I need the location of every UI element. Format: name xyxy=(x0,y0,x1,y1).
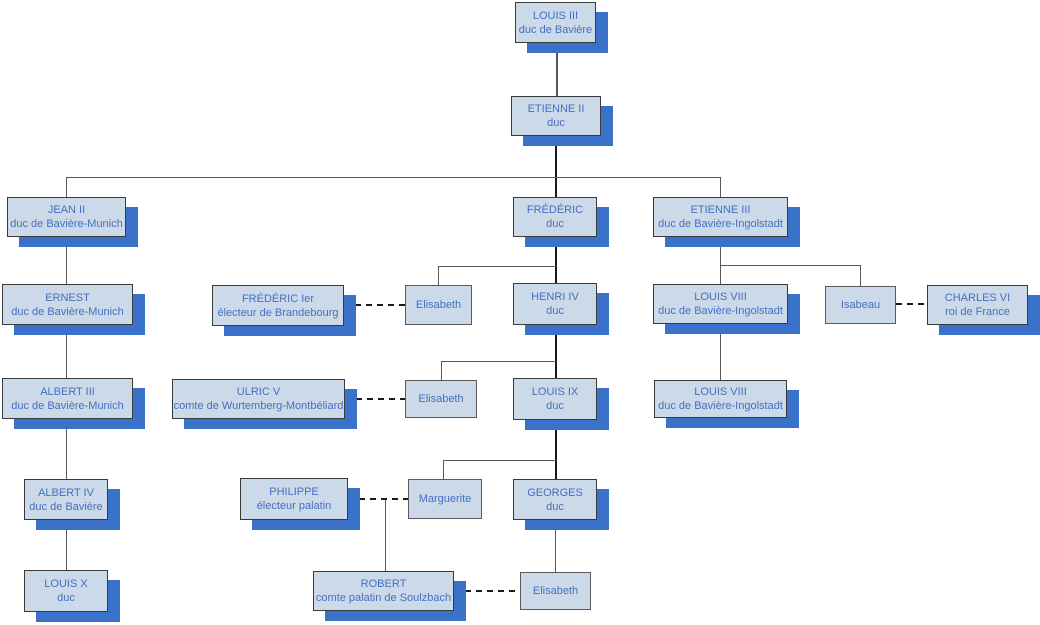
node-title: duc xyxy=(546,500,564,513)
node-name: LOUIS VIII xyxy=(694,386,747,398)
connector-line xyxy=(66,520,67,570)
node-name: LOUIS III xyxy=(532,9,579,22)
node-title: duc de Bavière xyxy=(518,23,593,36)
connector-line xyxy=(720,324,721,380)
node-name: Elisabeth xyxy=(415,299,462,311)
node-philippe[interactable]: PHILIPPE électeur palatin xyxy=(240,478,348,520)
node-name: ALBERT III xyxy=(40,385,95,398)
connector-line xyxy=(556,43,558,96)
node-title: duc xyxy=(546,400,564,412)
node-elisabeth-3[interactable]: Elisabeth xyxy=(520,572,591,610)
connector-line xyxy=(66,419,67,479)
node-name: Elisabeth xyxy=(418,393,464,405)
node-title: duc de Bavière-Ingolstadt xyxy=(658,218,783,230)
connector-line xyxy=(443,460,444,479)
node-title: électeur de Brandebourg xyxy=(217,306,339,319)
marriage-dashed-line xyxy=(896,303,927,305)
node-charles-vi[interactable]: CHARLES VI roi de France xyxy=(927,285,1028,325)
node-etienne-iii[interactable]: ETIENNE III duc de Bavière-Ingolstadt xyxy=(653,197,788,237)
node-title: duc xyxy=(547,117,565,129)
node-name: CHARLES VI xyxy=(944,292,1011,304)
node-name: FRÉDÉRIC Ier xyxy=(241,292,315,305)
connector-line xyxy=(66,177,67,197)
marriage-dashed-line xyxy=(454,590,520,592)
connector-line xyxy=(66,325,67,378)
node-frederic[interactable]: FRÉDÉRIC duc xyxy=(513,197,597,237)
node-robert[interactable]: ROBERT comte palatin de Soulzbach xyxy=(313,571,454,611)
connector-line xyxy=(443,460,556,461)
connector-line xyxy=(555,136,557,197)
node-name: Elisabeth xyxy=(532,585,579,597)
node-name: Isabeau xyxy=(840,299,881,311)
node-name: HENRI IV xyxy=(531,291,579,303)
node-title: comte palatin de Soulzbach xyxy=(315,592,452,604)
connector-line xyxy=(720,237,721,284)
node-name: FRÉDÉRIC xyxy=(526,204,584,216)
node-isabeau[interactable]: Isabeau xyxy=(825,286,896,324)
node-name: JEAN II xyxy=(47,204,86,216)
node-louis-viii-2[interactable]: LOUIS VIII duc de Bavière-Ingolstadt xyxy=(654,380,787,418)
connector-line xyxy=(438,266,556,267)
node-louis-viii-1[interactable]: LOUIS VIII duc de Bavière-Ingolstadt xyxy=(653,284,788,324)
node-elisabeth-1[interactable]: Elisabeth xyxy=(405,285,472,325)
connector-line xyxy=(555,420,557,479)
node-name: GEORGES xyxy=(527,486,583,499)
marriage-dashed-line xyxy=(344,304,405,306)
connector-line xyxy=(720,177,721,197)
connector-line xyxy=(441,361,556,362)
connector-line xyxy=(860,265,861,286)
node-title: électeur palatin xyxy=(256,500,332,512)
node-name: ETIENNE III xyxy=(690,204,751,216)
node-louis-ix[interactable]: LOUIS IX duc xyxy=(513,378,597,420)
connector-line xyxy=(66,237,67,284)
node-frederic-ier[interactable]: FRÉDÉRIC Ier électeur de Brandebourg xyxy=(212,285,344,326)
marriage-dashed-line xyxy=(345,398,405,400)
connector-line xyxy=(555,237,557,283)
node-title: duc de Bavière-Ingolstadt xyxy=(658,305,783,317)
node-name: ETIENNE II xyxy=(527,103,585,115)
node-albert-iv[interactable]: ALBERT IV duc de Bavière xyxy=(24,479,108,520)
node-title: duc xyxy=(57,592,75,604)
node-louis-iii[interactable]: LOUIS III duc de Bavière xyxy=(515,2,596,43)
node-ulric-v[interactable]: ULRIC V comte de Wurtemberg-Montbéliard xyxy=(172,379,345,419)
node-louis-x[interactable]: LOUIS X duc xyxy=(24,570,108,612)
node-name: PHILIPPE xyxy=(269,486,319,498)
node-name: ERNEST xyxy=(45,291,90,304)
node-etienne-ii[interactable]: ETIENNE II duc xyxy=(511,96,601,136)
node-title: duc xyxy=(546,218,564,230)
connector-line xyxy=(441,361,442,380)
node-title: comte de Wurtemberg-Montbéliard xyxy=(173,400,344,412)
node-name: LOUIS VIII xyxy=(694,291,747,303)
node-name: ROBERT xyxy=(360,578,407,590)
node-title: duc de Bavière-Munich xyxy=(11,305,124,318)
node-name: ULRIC V xyxy=(236,386,281,398)
node-name: ALBERT IV xyxy=(38,486,94,499)
node-title: duc de Bavière-Munich xyxy=(10,218,123,230)
node-name: LOUIS X xyxy=(44,578,88,590)
node-title: duc de Bavière xyxy=(29,500,103,513)
node-title: roi de France xyxy=(945,306,1010,318)
node-elisabeth-2[interactable]: Elisabeth xyxy=(405,380,477,418)
connector-line xyxy=(385,499,386,571)
node-henri-iv[interactable]: HENRI IV duc xyxy=(513,283,597,325)
node-title: duc de Bavière-Munich xyxy=(11,399,124,412)
node-albert-iii[interactable]: ALBERT III duc de Bavière-Munich xyxy=(2,378,133,419)
node-georges[interactable]: GEORGES duc xyxy=(513,479,597,520)
node-title: duc de Bavière-Ingolstadt xyxy=(658,400,783,412)
node-ernest[interactable]: ERNEST duc de Bavière-Munich xyxy=(2,284,133,325)
node-marguerite[interactable]: Marguerite xyxy=(408,479,482,519)
connector-line xyxy=(555,520,556,572)
node-title: duc xyxy=(546,305,564,317)
connector-line xyxy=(438,266,439,285)
node-jean-ii[interactable]: JEAN II duc de Bavière-Munich xyxy=(7,197,126,237)
marriage-dashed-line xyxy=(348,498,408,500)
node-name: Marguerite xyxy=(418,493,472,505)
connector-line xyxy=(555,325,557,378)
connector-line xyxy=(720,265,861,266)
node-name: LOUIS IX xyxy=(531,386,579,398)
connector-line xyxy=(66,177,721,178)
